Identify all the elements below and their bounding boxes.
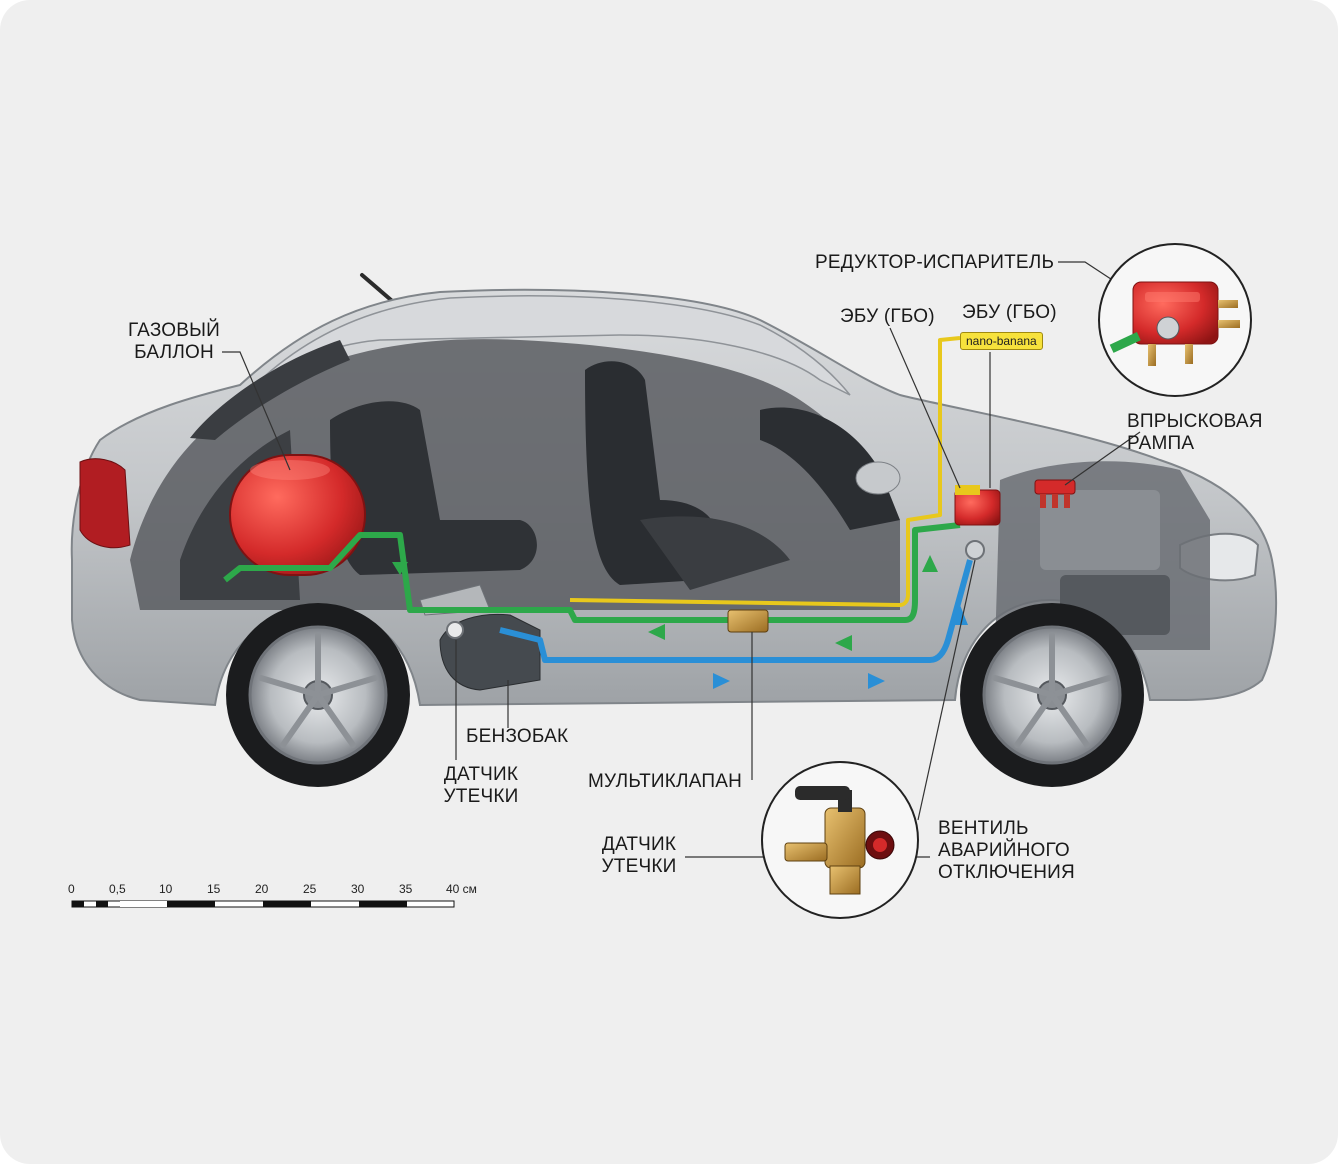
reducer-zoom xyxy=(1098,243,1252,397)
scale-tick: 0 xyxy=(68,882,75,896)
ecu-unit xyxy=(954,489,1001,526)
scale-tick: 30 xyxy=(351,882,365,896)
label-leak-sensor-valve: ДАТЧИК УТЕЧКИ xyxy=(601,834,677,877)
signal-line xyxy=(569,336,961,607)
rear-wheel xyxy=(226,603,410,787)
scale-tick: 10 xyxy=(159,882,173,896)
gas-cylinder xyxy=(229,454,366,576)
petrol-line xyxy=(499,559,973,663)
rear-window xyxy=(190,340,350,440)
label-ecu-right: ЭБУ (ГБО) xyxy=(962,302,1057,323)
label-fuel-tank: БЕНЗОБАК xyxy=(466,726,569,747)
scale-tick: 40 см xyxy=(446,882,477,896)
shutoff-valve-small xyxy=(965,540,985,560)
roof xyxy=(249,295,851,396)
label-injector-rail: ВПРЫСКОВАЯ РАМПА xyxy=(1127,411,1263,454)
flow-arrows xyxy=(392,555,968,689)
rear-seat xyxy=(330,401,537,575)
label-gas-cylinder: ГАЗОВЫЙ БАЛЛОН xyxy=(127,320,221,363)
scale-tick: 35 xyxy=(399,882,413,896)
label-ecu-left: ЭБУ (ГБО) xyxy=(840,306,935,327)
valve-zoom xyxy=(761,761,919,919)
taillight xyxy=(79,458,131,549)
scale-tick: 0,5 xyxy=(109,882,126,896)
scale-tick: 20 xyxy=(255,882,269,896)
ecu-tag: nano-banana xyxy=(960,332,1043,350)
side-mirror xyxy=(855,461,901,495)
label-shutoff-valve: ВЕНТИЛЬ АВАРИЙНОГО ОТКЛЮЧЕНИЯ xyxy=(938,818,1075,883)
dashboard xyxy=(760,407,900,530)
label-leak-sensor-rear: ДАТЧИК УТЕЧКИ xyxy=(443,764,519,807)
scale-tick: 15 xyxy=(207,882,221,896)
label-multivalve: МУЛЬТИКЛАПАН xyxy=(588,771,743,792)
leader-lines xyxy=(222,261,1141,858)
leak-sensor-rear xyxy=(446,621,464,639)
scale-bar xyxy=(71,900,455,908)
label-reducer: РЕДУКТОР-ИСПАРИТЕЛЬ xyxy=(815,252,1055,273)
multivalve xyxy=(727,609,769,633)
scale-tick: 25 xyxy=(303,882,317,896)
gas-line xyxy=(223,522,961,623)
injector-rail xyxy=(1034,479,1076,508)
